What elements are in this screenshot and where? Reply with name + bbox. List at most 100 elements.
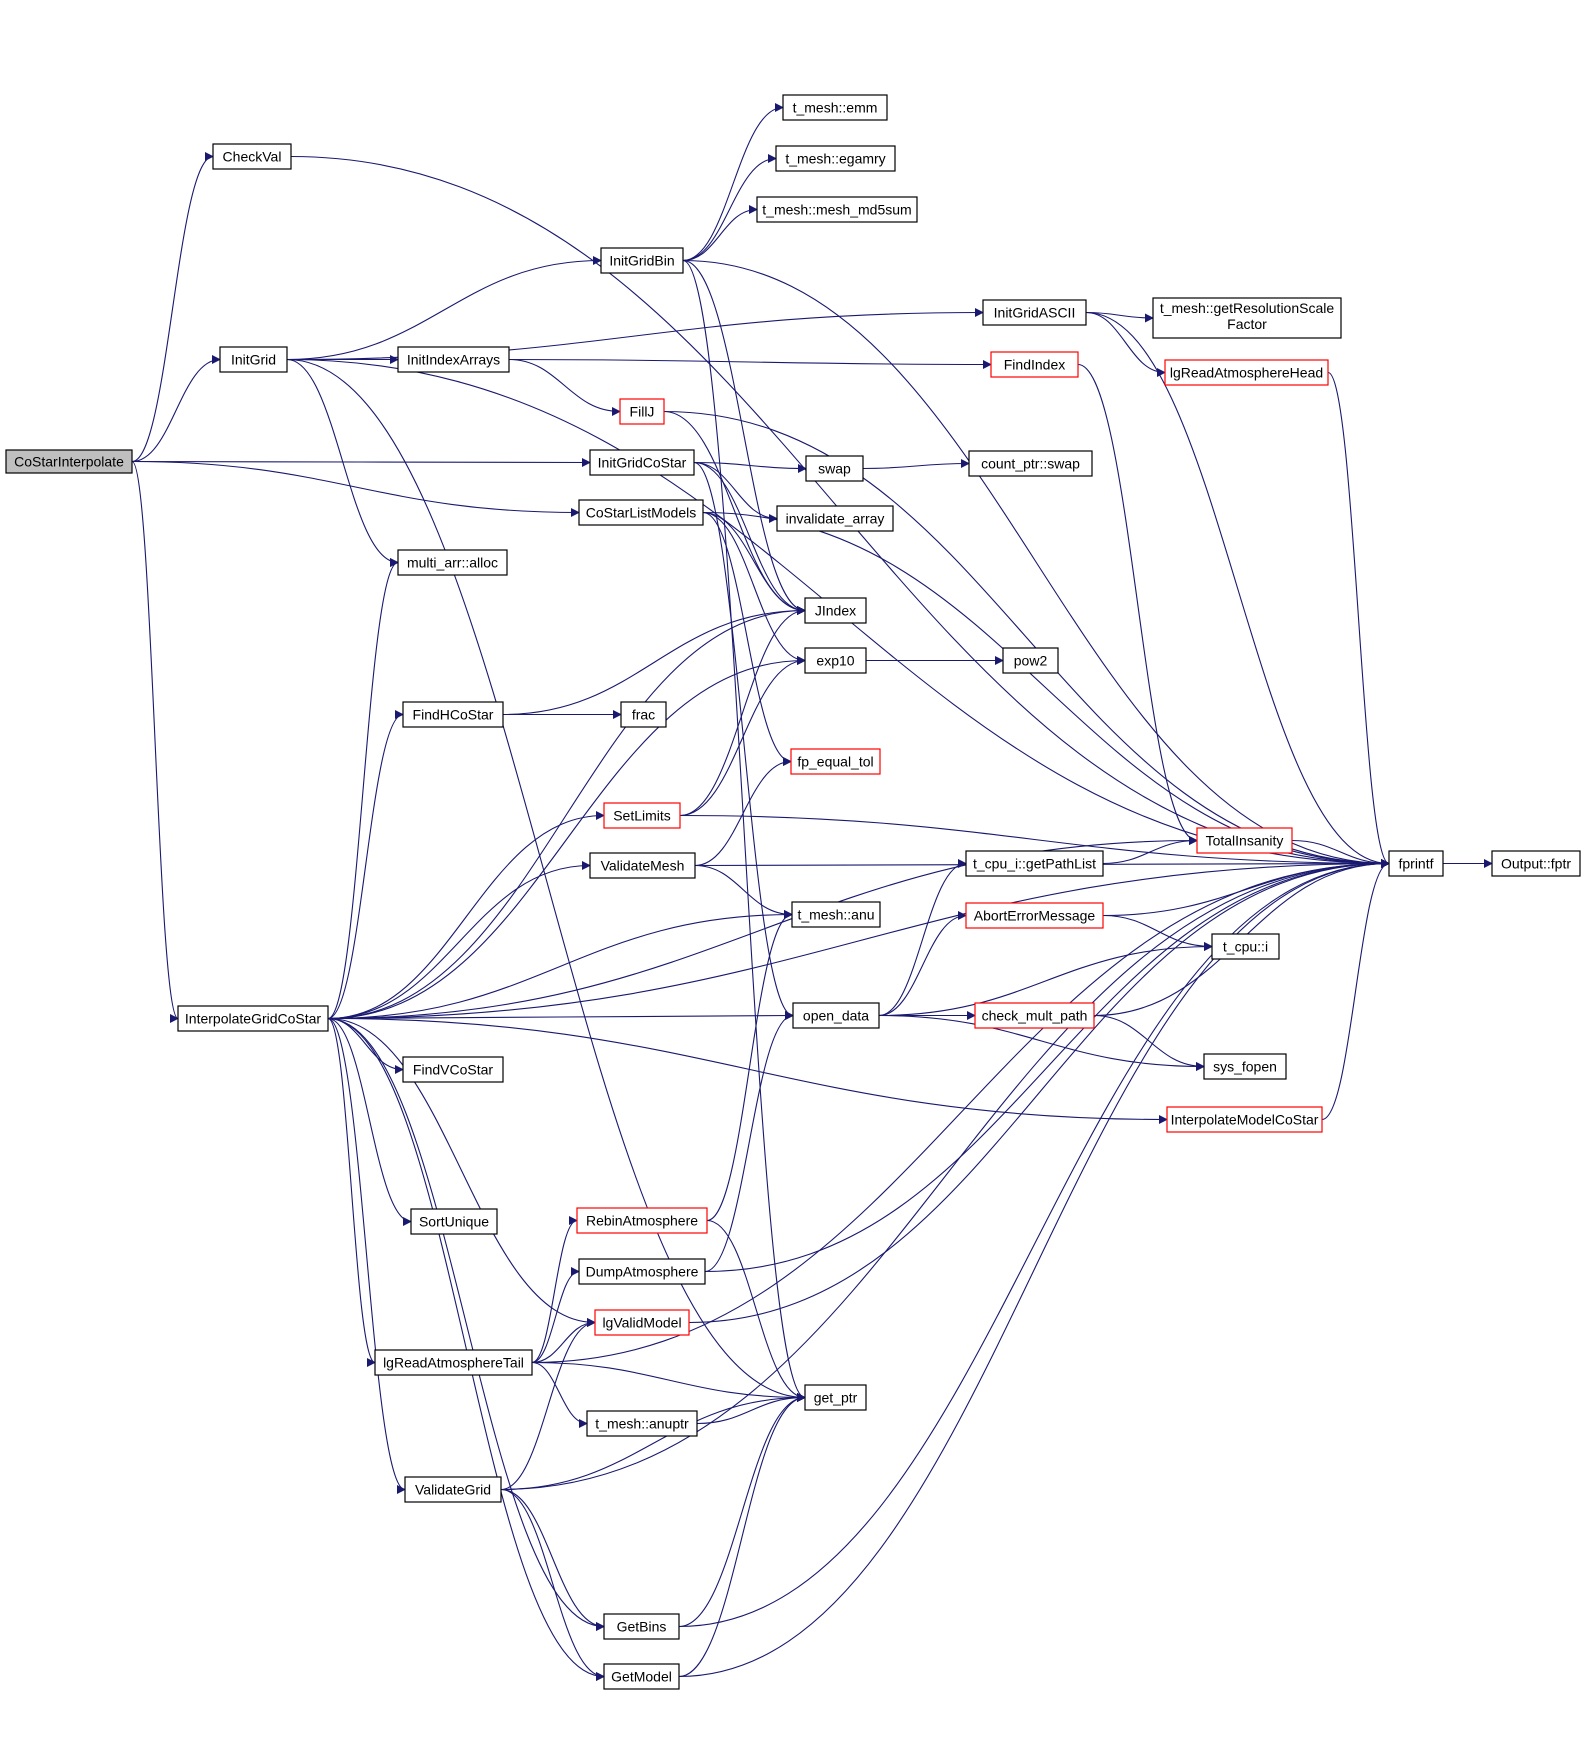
node-getpathlist[interactable]: t_cpu_i::getPathList <box>965 850 1104 877</box>
node-label: Factor <box>1227 316 1267 332</box>
node-label: frac <box>632 707 655 723</box>
node-md5[interactable]: t_mesh::mesh_md5sum <box>756 196 918 223</box>
node-lgreadhead[interactable]: lgReadAtmosphereHead <box>1164 359 1329 386</box>
node-countswap[interactable]: count_ptr::swap <box>968 450 1093 477</box>
node-label: t_mesh::mesh_md5sum <box>762 202 911 218</box>
node-findhcostar[interactable]: FindHCoStar <box>402 701 504 728</box>
edge-initgridbin-to-md5 <box>682 205 758 262</box>
node-label: swap <box>818 461 851 477</box>
node-getbins[interactable]: GetBins <box>603 1613 680 1640</box>
edge-interpgridcostar-to-multialloc <box>327 558 399 1020</box>
edge-interpgridcostar-to-anu <box>327 910 793 1020</box>
node-fillj[interactable]: FillJ <box>619 398 665 425</box>
edge-costarlist-to-jindex <box>702 511 806 615</box>
node-totalins[interactable]: TotalInsanity <box>1196 827 1293 854</box>
node-validatemesh[interactable]: ValidateMesh <box>589 852 696 879</box>
node-outputfptr[interactable]: Output::fptr <box>1491 850 1581 877</box>
edge-validatemesh-to-fpequal <box>694 757 792 867</box>
node-frac[interactable]: frac <box>620 701 667 728</box>
node-box <box>804 597 867 624</box>
node-checkmult[interactable]: check_mult_path <box>974 1002 1095 1029</box>
edge-interpgridcostar-to-validategrid <box>327 1017 406 1494</box>
edge-opendata-to-cpui <box>878 942 1213 1017</box>
node-findvcostar[interactable]: FindVCoStar <box>402 1056 504 1083</box>
node-findindex[interactable]: FindIndex <box>990 351 1079 378</box>
edge-initgrid-to-initgridbin <box>286 256 602 361</box>
edge-lgreadtail-to-anuptr <box>531 1361 588 1428</box>
node-box <box>603 802 681 829</box>
node-label: pow2 <box>1014 653 1048 669</box>
node-costarlist[interactable]: CoStarListModels <box>578 499 704 526</box>
node-jindex[interactable]: JIndex <box>804 597 867 624</box>
node-box <box>804 647 867 674</box>
edge-interpgridcostar-to-sortunique <box>327 1017 412 1226</box>
node-lgreadtail[interactable]: lgReadAtmosphereTail <box>374 1349 533 1376</box>
node-anuptr[interactable]: t_mesh::anuptr <box>586 1410 698 1437</box>
edge-rebin-to-getptr <box>706 1219 806 1402</box>
node-sortunique[interactable]: SortUnique <box>410 1208 498 1235</box>
node-box <box>600 247 684 274</box>
node-initgridascii[interactable]: InitGridASCII <box>982 299 1087 326</box>
node-interpmodel[interactable]: InterpolateModelCoStar <box>1166 1106 1323 1133</box>
node-box <box>402 701 504 728</box>
node-fpequal[interactable]: fp_equal_tol <box>790 748 881 775</box>
edge-validategrid-to-getbins <box>500 1488 605 1631</box>
node-checkval[interactable]: CheckVal <box>212 143 292 170</box>
node-box <box>1002 647 1059 674</box>
edge-totalins-to-fprintf <box>1291 839 1390 868</box>
node-initgrid[interactable]: InitGrid <box>219 346 288 373</box>
node-anu[interactable]: t_mesh::anu <box>791 901 881 928</box>
node-opendata[interactable]: open_data <box>792 1002 880 1029</box>
node-label: CheckVal <box>223 149 282 165</box>
node-label: fp_equal_tol <box>797 754 873 770</box>
edge-initgridbin-to-jindex <box>682 259 806 615</box>
node-dump[interactable]: DumpAtmosphere <box>578 1258 706 1285</box>
node-validategrid[interactable]: ValidateGrid <box>404 1476 502 1503</box>
node-invalidate[interactable]: invalidate_array <box>776 505 894 532</box>
node-setlimits[interactable]: SetLimits <box>603 802 681 829</box>
node-initgridbin[interactable]: InitGridBin <box>600 247 684 274</box>
node-box <box>776 505 894 532</box>
node-label: t_mesh::emm <box>793 100 878 116</box>
edge-interpgridcostar-to-setlimits <box>327 811 605 1020</box>
node-label: t_mesh::getResolutionScale <box>1160 300 1335 316</box>
node-aborterr[interactable]: AbortErrorMessage <box>965 902 1104 929</box>
node-label: invalidate_array <box>786 511 885 527</box>
edge-cointerp-to-initgridcostar <box>131 457 591 467</box>
edge-checkmult-to-sysfopen <box>1093 1014 1205 1071</box>
edge-lgvalid-to-fprintf <box>688 859 1390 1324</box>
node-rebin[interactable]: RebinAtmosphere <box>576 1207 708 1234</box>
node-box <box>968 450 1093 477</box>
node-egamry[interactable]: t_mesh::egamry <box>775 145 896 172</box>
edge-interpgridcostar-to-validatemesh <box>327 861 591 1020</box>
node-label: lgReadAtmosphereTail <box>383 1355 524 1371</box>
node-emm[interactable]: t_mesh::emm <box>782 94 888 121</box>
edge-setlimits-to-exp10 <box>679 656 806 817</box>
node-getptr[interactable]: get_ptr <box>804 1384 867 1411</box>
node-getmodel[interactable]: GetModel <box>603 1663 680 1690</box>
node-fprintf[interactable]: fprintf <box>1388 850 1444 877</box>
node-multialloc[interactable]: multi_arr::alloc <box>397 549 508 576</box>
node-interpgridcostar[interactable]: InterpolateGridCoStar <box>177 1005 329 1032</box>
node-initgridcostar[interactable]: InitGridCoStar <box>589 449 695 476</box>
edge-rebin-to-anu <box>706 910 793 1222</box>
node-cpui[interactable]: t_cpu::i <box>1211 933 1280 960</box>
node-box <box>1164 359 1329 386</box>
node-initindexarrays[interactable]: InitIndexArrays <box>397 346 510 373</box>
node-cointerp[interactable]: CoStarInterpolate <box>5 449 133 474</box>
edge-initgridbin-to-fprintf <box>682 259 1390 868</box>
node-label: TotalInsanity <box>1206 833 1284 849</box>
node-exp10[interactable]: exp10 <box>804 647 867 674</box>
edge-initgridcostar-to-swap <box>693 461 807 473</box>
node-sysfopen[interactable]: sys_fopen <box>1203 1053 1287 1080</box>
edge-validatemesh-to-anu <box>694 864 793 919</box>
node-box <box>792 1002 880 1029</box>
node-box <box>982 299 1087 326</box>
node-label: open_data <box>803 1008 869 1024</box>
node-box <box>1211 933 1280 960</box>
node-pow2[interactable]: pow2 <box>1002 647 1059 674</box>
node-label: AbortErrorMessage <box>974 908 1096 924</box>
node-lgvalid[interactable]: lgValidModel <box>594 1309 690 1336</box>
node-swap[interactable]: swap <box>805 455 864 482</box>
